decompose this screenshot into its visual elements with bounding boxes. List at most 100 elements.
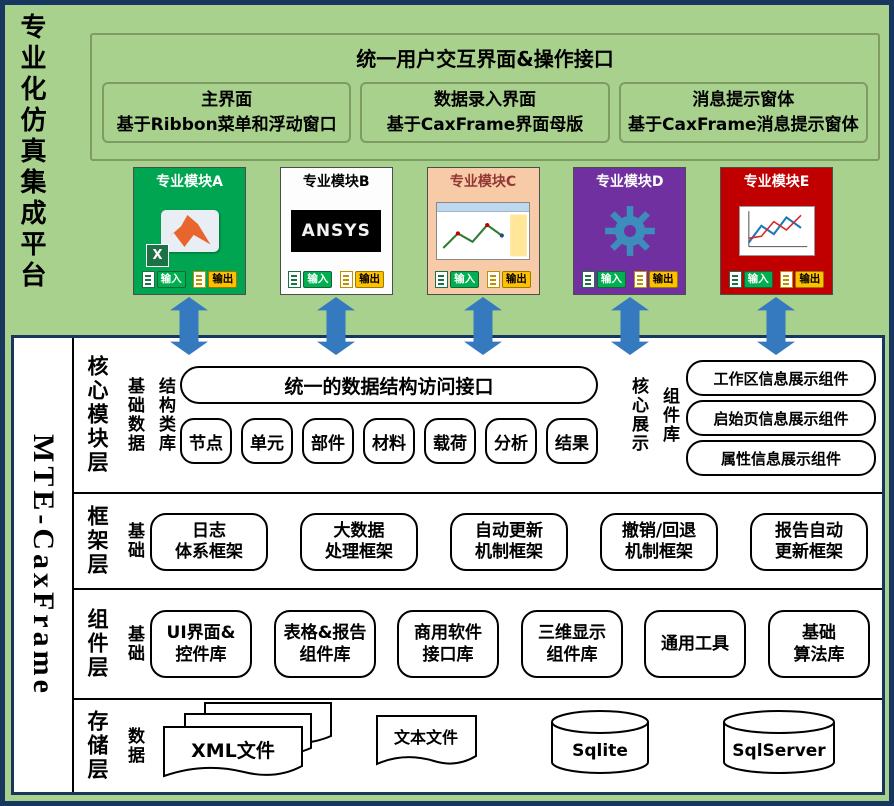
module-output: 输出 <box>633 271 678 288</box>
ui-item-main-interface: 主界面 基于Ribbon菜单和浮动窗口 <box>102 82 352 144</box>
input-doc-icon <box>288 271 302 288</box>
input-label: 输入 <box>156 271 186 288</box>
mte-caxframe-panel: MTE-CaxFrame 核心模块层 基础数据 结构类库 统一的数据结构访问接口… <box>11 335 885 795</box>
label-column: 结构类库 <box>155 377 175 453</box>
commercial-software-interface-box: 商用软件 接口库 <box>397 610 499 678</box>
layer-name: 核心模块层 <box>85 355 109 475</box>
input-label: 输入 <box>596 271 626 288</box>
module-input: 输入 <box>581 271 626 288</box>
output-doc-icon <box>780 271 794 288</box>
box-line: 商用软件 <box>414 622 482 643</box>
box-line: 接口库 <box>422 645 474 665</box>
box-line: 处理框架 <box>325 542 393 562</box>
input-doc-icon <box>581 271 595 288</box>
sqlserver-db-cylinder: SqlServer <box>723 710 835 774</box>
framework-layer-label: 框架层 基础 <box>74 494 147 588</box>
module-output: 输出 <box>193 271 238 288</box>
module-c: 专业模块C 输入 <box>426 167 540 295</box>
gear-icon <box>604 206 655 256</box>
display-component-library-label: 核心展示 组件库 <box>626 338 682 492</box>
storage-layer-label: 存储层 数据 <box>74 700 147 792</box>
undo-rollback-framework-box: 撤销/回退 机制框架 <box>600 513 718 571</box>
ui-item-line1: 主界面 <box>201 90 253 110</box>
sqlite-label: Sqlite <box>572 741 628 761</box>
entity-analysis: 分析 <box>485 418 537 464</box>
sqlserver-label: SqlServer <box>732 741 826 761</box>
ui-items-row: 主界面 基于Ribbon菜单和浮动窗口 数据录入界面 基于CaxFrame界面母… <box>92 72 878 144</box>
module-e: 专业模块E 输入 输出 <box>720 167 833 295</box>
output-doc-icon <box>633 271 647 288</box>
framework-layers: 核心模块层 基础数据 结构类库 统一的数据结构访问接口 节点 单元 部件 材料 … <box>74 338 882 792</box>
io-row: 输入 输出 <box>721 271 832 294</box>
plot-thumbnail <box>747 211 807 248</box>
ui-item-line1: 消息提示窗体 <box>692 90 795 110</box>
display-box-workspace: 工作区信息展示组件 <box>686 360 876 396</box>
module-cards-row: 专业模块A X 输入 输出 专业模块B ANSYS <box>133 167 833 295</box>
output-label: 输出 <box>648 271 678 288</box>
output-label: 输出 <box>795 271 825 288</box>
box-line: 自动更新 <box>475 520 543 541</box>
layer-name: 存储层 <box>85 710 109 782</box>
framework-brand-vertical: MTE-CaxFrame <box>14 338 74 792</box>
box-line: 通用工具 <box>661 633 729 654</box>
output-doc-icon <box>193 271 207 288</box>
ui-item-line1: 数据录入界面 <box>433 90 536 110</box>
ui-item-line2: 基于CaxFrame界面母版 <box>386 114 584 135</box>
display-box-startpage: 启始页信息展示组件 <box>686 400 876 436</box>
threed-display-library-box: 三维显示 组件库 <box>521 610 623 678</box>
platform-title-vertical: 专业化仿真集成平台 <box>16 13 46 292</box>
module-a-art: X <box>134 191 245 271</box>
table-report-library-box: 表格&报告 组件库 <box>274 610 376 678</box>
output-label: 输出 <box>208 271 238 288</box>
component-layer: 组件层 基础 UI界面& 控件库 表格&报告 组件库 商用软件 接口库 三维显示 <box>74 590 882 700</box>
output-doc-icon <box>486 271 500 288</box>
output-label: 输出 <box>355 271 385 288</box>
input-doc-icon <box>435 271 449 288</box>
display-component-boxes: 工作区信息展示组件 启始页信息展示组件 属性信息展示组件 <box>686 338 876 492</box>
io-row: 输入 输出 <box>574 271 685 294</box>
entity-boxes-row: 节点 单元 部件 材料 载荷 分析 结果 <box>180 418 598 464</box>
io-row: 输入 输出 <box>281 271 392 294</box>
basic-algorithm-library-box: 基础 算法库 <box>768 610 870 678</box>
module-d-art <box>574 191 685 271</box>
data-structure-library-label: 基础数据 结构类库 <box>122 377 178 453</box>
ui-box-title: 统一用户交互界面&操作接口 <box>356 47 614 71</box>
module-b-art: ANSYS <box>281 191 392 271</box>
entity-element: 单元 <box>241 418 293 464</box>
entity-result: 结果 <box>546 418 598 464</box>
xml-files-shape: XML文件 <box>163 702 332 778</box>
module-input: 输入 <box>435 271 480 288</box>
box-line: 报告自动 <box>775 520 843 541</box>
module-output: 输出 <box>340 271 385 288</box>
module-output: 输出 <box>486 271 531 288</box>
screenshot-titlebar <box>437 203 529 212</box>
box-line: 控件库 <box>175 645 227 665</box>
input-label: 输入 <box>450 271 480 288</box>
input-doc-icon <box>728 271 742 288</box>
box-line: 日志 <box>192 520 226 541</box>
entity-material: 材料 <box>363 418 415 464</box>
display-box-property: 属性信息展示组件 <box>686 440 876 476</box>
module-input: 输入 <box>141 271 186 288</box>
ui-item-data-entry: 数据录入界面 基于CaxFrame界面母版 <box>360 82 610 144</box>
excel-icon: X <box>146 244 169 267</box>
module-b: 专业模块B ANSYS 输入 输出 <box>279 167 393 295</box>
box-line: 体系框架 <box>175 542 243 562</box>
storage-layer: 存储层 数据 XML文件 文本文件 Sqlite <box>74 700 882 792</box>
layer-name: 组件层 <box>85 608 109 680</box>
framework-layer: 框架层 基础 日志 体系框架 大数据 处理框架 自动更新 机制框架 撤销/回退 <box>74 494 882 590</box>
module-title: 专业模块D <box>595 174 664 190</box>
io-row: 输入 输出 <box>428 271 539 294</box>
label-column: 数据 <box>124 727 144 765</box>
bigdata-processing-framework-box: 大数据 处理框架 <box>300 513 418 571</box>
xml-file-label: XML文件 <box>191 739 275 762</box>
module-d: 专业模块D <box>573 167 687 295</box>
label-column: 基础 <box>124 625 144 663</box>
module-title: 专业模块A <box>156 174 223 190</box>
box-line: 机制框架 <box>625 542 693 562</box>
ui-control-library-box: UI界面& 控件库 <box>150 610 252 678</box>
component-layer-label: 组件层 基础 <box>74 590 147 698</box>
module-e-art <box>721 191 832 271</box>
matlab-membrane-icon <box>168 215 211 247</box>
